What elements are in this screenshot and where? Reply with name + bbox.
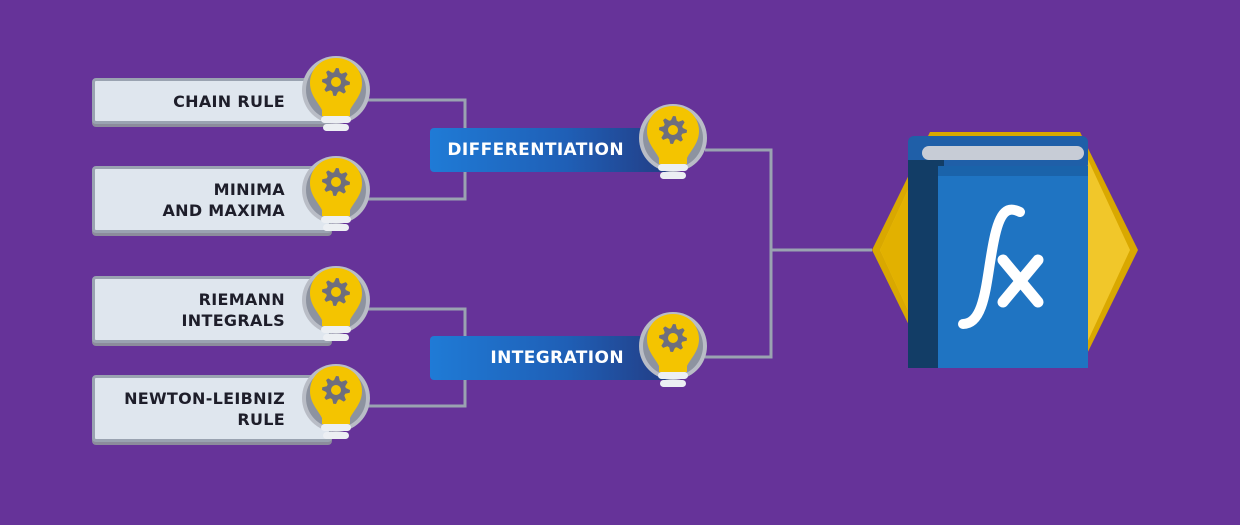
- lightbulb-gear-icon: [300, 52, 372, 142]
- leaf-label: MINIMA AND MAXIMA: [162, 179, 285, 220]
- leaf-riemann-integrals: RIEMANN INTEGRALS: [92, 276, 332, 343]
- lightbulb-gear-icon: [637, 100, 709, 190]
- root-emblem: [868, 128, 1142, 372]
- leaf-minima-and-maxima: MINIMA AND MAXIMA: [92, 166, 332, 233]
- leaf-label: RIEMANN INTEGRALS: [181, 289, 285, 330]
- leaf-label: NEWTON-LEIBNIZ RULE: [124, 388, 285, 429]
- lightbulb-gear-icon: [300, 262, 372, 352]
- branch-integration: INTEGRATION: [430, 336, 678, 380]
- lightbulb-gear-icon: [637, 308, 709, 398]
- branch-label: DIFFERENTIATION: [447, 140, 624, 160]
- leaf-newton-leibniz-rule: NEWTON-LEIBNIZ RULE: [92, 375, 332, 442]
- connector-integration: [705, 250, 773, 359]
- lightbulb-gear-icon: [300, 360, 372, 450]
- branch-differentiation: DIFFERENTIATION: [430, 128, 678, 172]
- branch-label: INTEGRATION: [490, 348, 624, 368]
- leaf-chain-rule: CHAIN RULE: [92, 78, 332, 124]
- leaf-label: CHAIN RULE: [173, 91, 285, 111]
- connector-differentiation: [705, 148, 773, 250]
- book-integral-icon: [872, 132, 1138, 368]
- lightbulb-gear-icon: [300, 152, 372, 242]
